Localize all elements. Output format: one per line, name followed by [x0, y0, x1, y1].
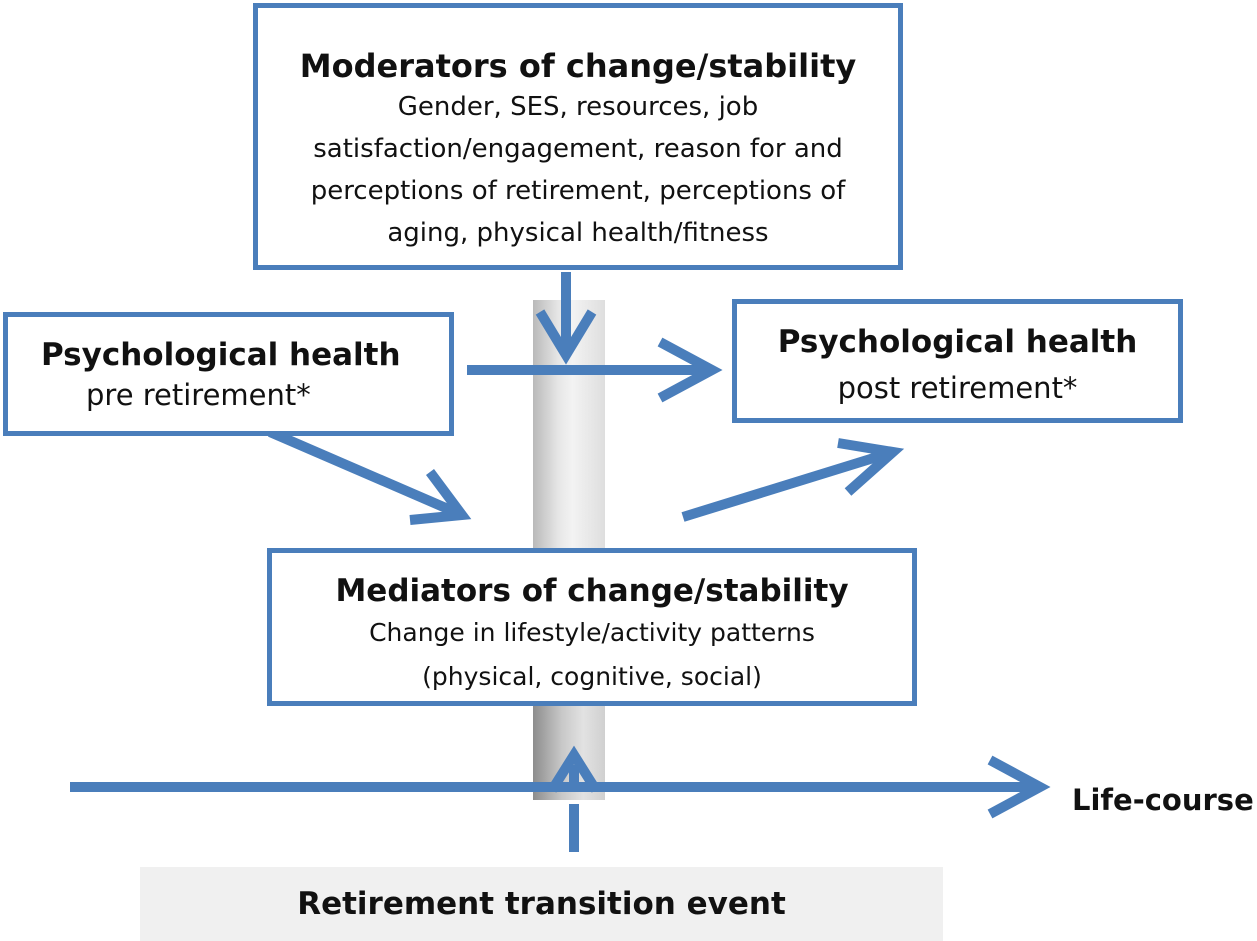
- moderators-line: perceptions of retirement, perceptions o…: [310, 176, 846, 206]
- moderators-title: Moderators of change/stability: [299, 47, 857, 85]
- pre-retirement-title: Psychological health: [41, 337, 401, 373]
- arrow-mediators-to-post: [681, 447, 895, 522]
- arrow-pre-to-post-head: [657, 337, 723, 403]
- moderators-box: Moderators of change/stability Gender, S…: [253, 3, 903, 270]
- arrow-pre-to-mediators-head: [409, 469, 472, 525]
- mediators-line: (physical, cognitive, social): [422, 662, 762, 691]
- post-retirement-box: Psychological health post retirement*: [732, 299, 1183, 423]
- arrow-mediators-to-post-head: [837, 438, 905, 496]
- moderators-line: satisfaction/engagement, reason for and: [313, 134, 843, 164]
- mediators-title: Mediators of change/stability: [335, 573, 849, 609]
- pre-retirement-box: Psychological health pre retirement*: [3, 312, 454, 436]
- pre-retirement-subtitle: pre retirement*: [86, 378, 311, 412]
- mediators-box: Mediators of change/stability Change in …: [267, 548, 917, 706]
- arrow-moderator-down-head: [535, 309, 597, 365]
- arrow-pre-to-mediators: [268, 427, 464, 520]
- post-retirement-title: Psychological health: [777, 324, 1138, 360]
- retirement-event-label: Retirement transition event: [140, 867, 943, 941]
- moderators-line: aging, physical health/fitness: [387, 218, 769, 248]
- life-course-label: Life-course: [1072, 783, 1254, 817]
- moderators-body: Gender, SES, resources, job satisfaction…: [258, 86, 898, 254]
- post-retirement-subtitle: post retirement*: [837, 371, 1078, 405]
- arrow-event-up-head: [547, 745, 601, 793]
- mediators-body: Change in lifestyle/activity patterns (p…: [272, 611, 912, 699]
- moderators-line: Gender, SES, resources, job: [397, 92, 759, 122]
- arrow-life-course-head: [987, 755, 1051, 819]
- mediators-line: Change in lifestyle/activity patterns: [369, 618, 815, 647]
